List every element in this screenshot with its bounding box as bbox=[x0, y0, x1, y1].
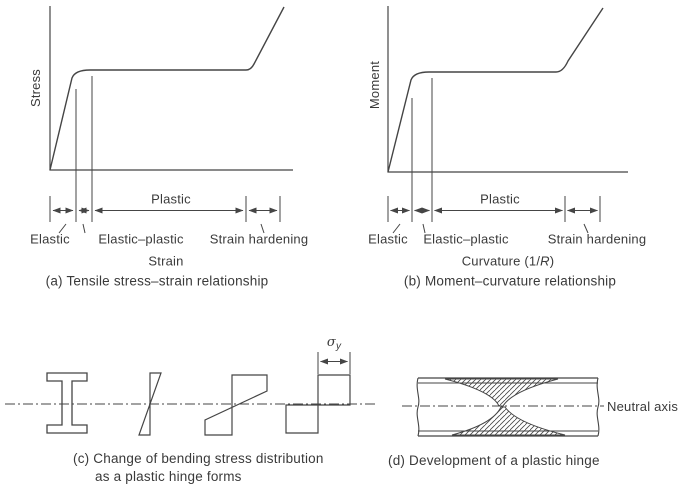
panel-b-strain-hardening-leader bbox=[583, 223, 589, 234]
panel-b-caption: (b) Moment–curvature relationship bbox=[403, 273, 617, 289]
curvature-label-variable: R bbox=[540, 253, 550, 269]
panel-a-elastic-leader bbox=[58, 223, 67, 234]
panel-b-strain-hardening-label: Strain hardening bbox=[547, 231, 647, 247]
panel-a-caption: (a) Tensile stress–strain relationship bbox=[45, 273, 269, 289]
panel-b-x-axis-label: Curvature (1/R) bbox=[462, 254, 555, 269]
neutral-axis-label: Neutral axis bbox=[607, 399, 679, 414]
panel-a-dimension-ticks bbox=[49, 196, 281, 222]
plastic-zone-bottom bbox=[451, 406, 566, 436]
plastic-zone-top bbox=[444, 378, 559, 407]
panel-a-elastic-label: Elastic bbox=[30, 231, 70, 247]
panel-c-graphics bbox=[5, 352, 378, 436]
beam-flange-inner-lines bbox=[418, 382, 598, 432]
stress-strain-curve bbox=[49, 6, 285, 171]
beam-outer-edges bbox=[418, 377, 598, 437]
panel-a-elastic-plastic-label: Elastic–plastic bbox=[98, 231, 184, 247]
panel-b-plastic-label: Plastic bbox=[480, 191, 520, 207]
panel-d-graphics bbox=[402, 377, 604, 437]
panel-b-dimension-ticks bbox=[387, 196, 601, 222]
sigma-y-extension-lines bbox=[317, 352, 351, 374]
curvature-label-pre: Curvature (1/ bbox=[461, 253, 541, 269]
panel-b-graph bbox=[387, 6, 628, 234]
panel-a-graph bbox=[49, 6, 293, 234]
panel-d-caption: (d) Development of a plastic hinge bbox=[388, 453, 600, 468]
panel-b-elastic-label: Elastic bbox=[368, 231, 408, 247]
fully-plastic-stress-diagram bbox=[285, 374, 351, 434]
elastic-plastic-stress-diagram bbox=[204, 374, 268, 436]
panel-a-plastic-label: Plastic bbox=[151, 191, 191, 207]
panel-b-y-axis-label: Moment bbox=[367, 60, 382, 110]
panel-a-strain-hardening-label: Strain hardening bbox=[209, 231, 309, 247]
elastic-stress-diagram bbox=[138, 372, 162, 436]
panel-a-x-axis-label: Strain bbox=[148, 253, 184, 269]
sigma-subscript: y bbox=[335, 341, 342, 352]
sigma-y-label: σy bbox=[327, 334, 341, 352]
panel-a-y-axis-label: Stress bbox=[28, 68, 43, 108]
panel-b-elastic-plastic-label: Elastic–plastic bbox=[423, 231, 509, 247]
sigma-symbol: σ bbox=[326, 335, 336, 350]
beam-break-line-left bbox=[416, 377, 420, 437]
moment-curvature-curve bbox=[387, 7, 604, 173]
panel-b-axes bbox=[387, 6, 628, 173]
panel-b-elastic-leader bbox=[392, 223, 401, 234]
panel-b-elastic-plastic-leader bbox=[422, 223, 426, 234]
i-beam-section bbox=[46, 372, 88, 434]
panel-c-caption-line2: as a plastic hinge forms bbox=[95, 469, 242, 484]
panel-a-strain-hardening-leader bbox=[260, 223, 265, 234]
beam-break-line-right bbox=[596, 377, 600, 437]
panel-c-caption-line1: (c) Change of bending stress distributio… bbox=[73, 451, 324, 466]
curvature-label-post: ) bbox=[549, 253, 555, 269]
panel-a-axes bbox=[49, 6, 293, 171]
panel-a-elastic-plastic-leader bbox=[82, 223, 86, 234]
